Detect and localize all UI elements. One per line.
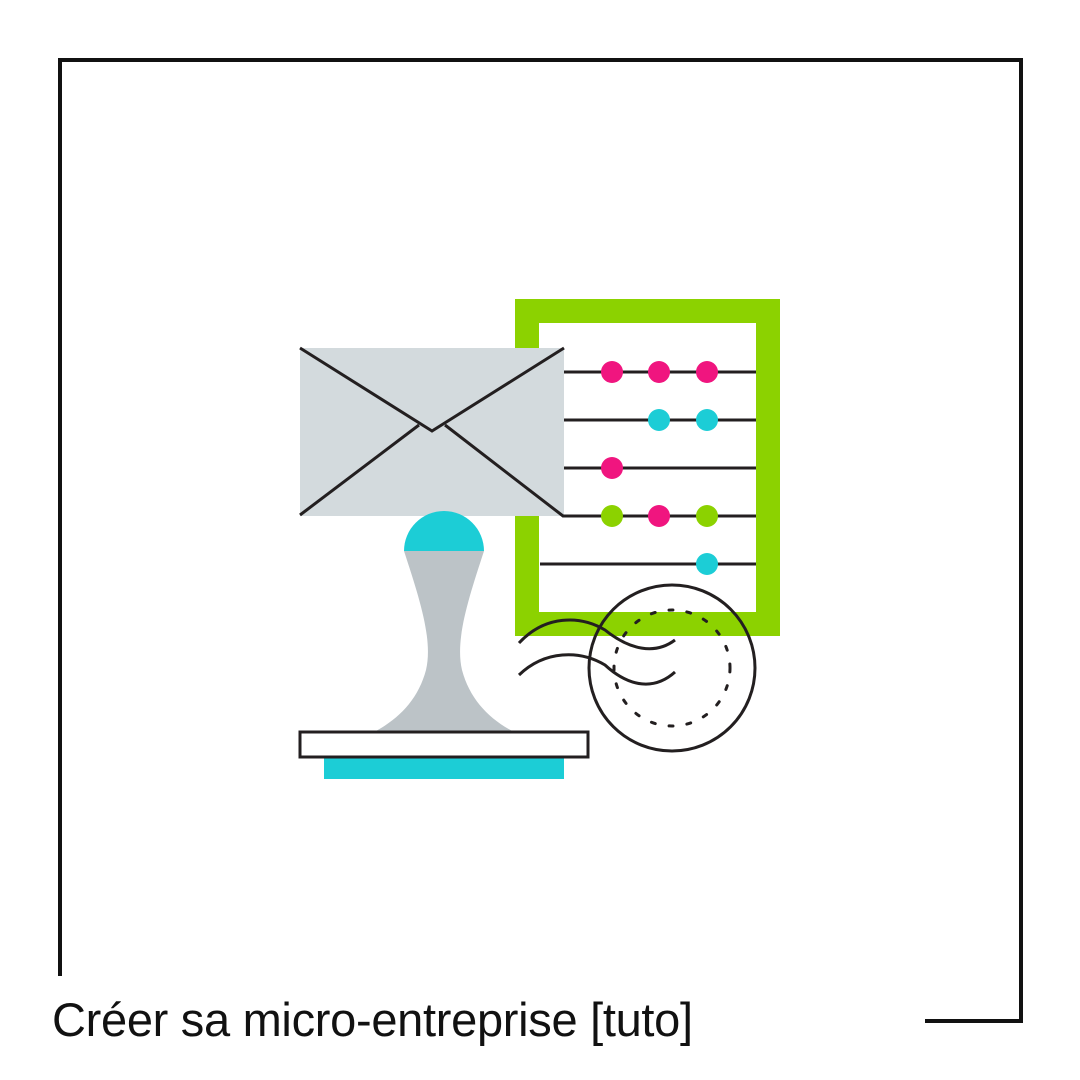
abacus-beads (601, 361, 718, 575)
page-title: Créer sa micro-entreprise [tuto] (52, 993, 693, 1046)
frame-bottom-right-line (925, 1019, 1023, 1023)
postmark-icon (517, 583, 757, 753)
abacus-icon (515, 299, 780, 636)
rubber-stamp-icon (298, 511, 590, 779)
frame-top-line (58, 58, 1023, 62)
envelope-icon (299, 346, 565, 518)
frame-left-line (58, 58, 62, 976)
frame-right-line (1019, 58, 1023, 1023)
